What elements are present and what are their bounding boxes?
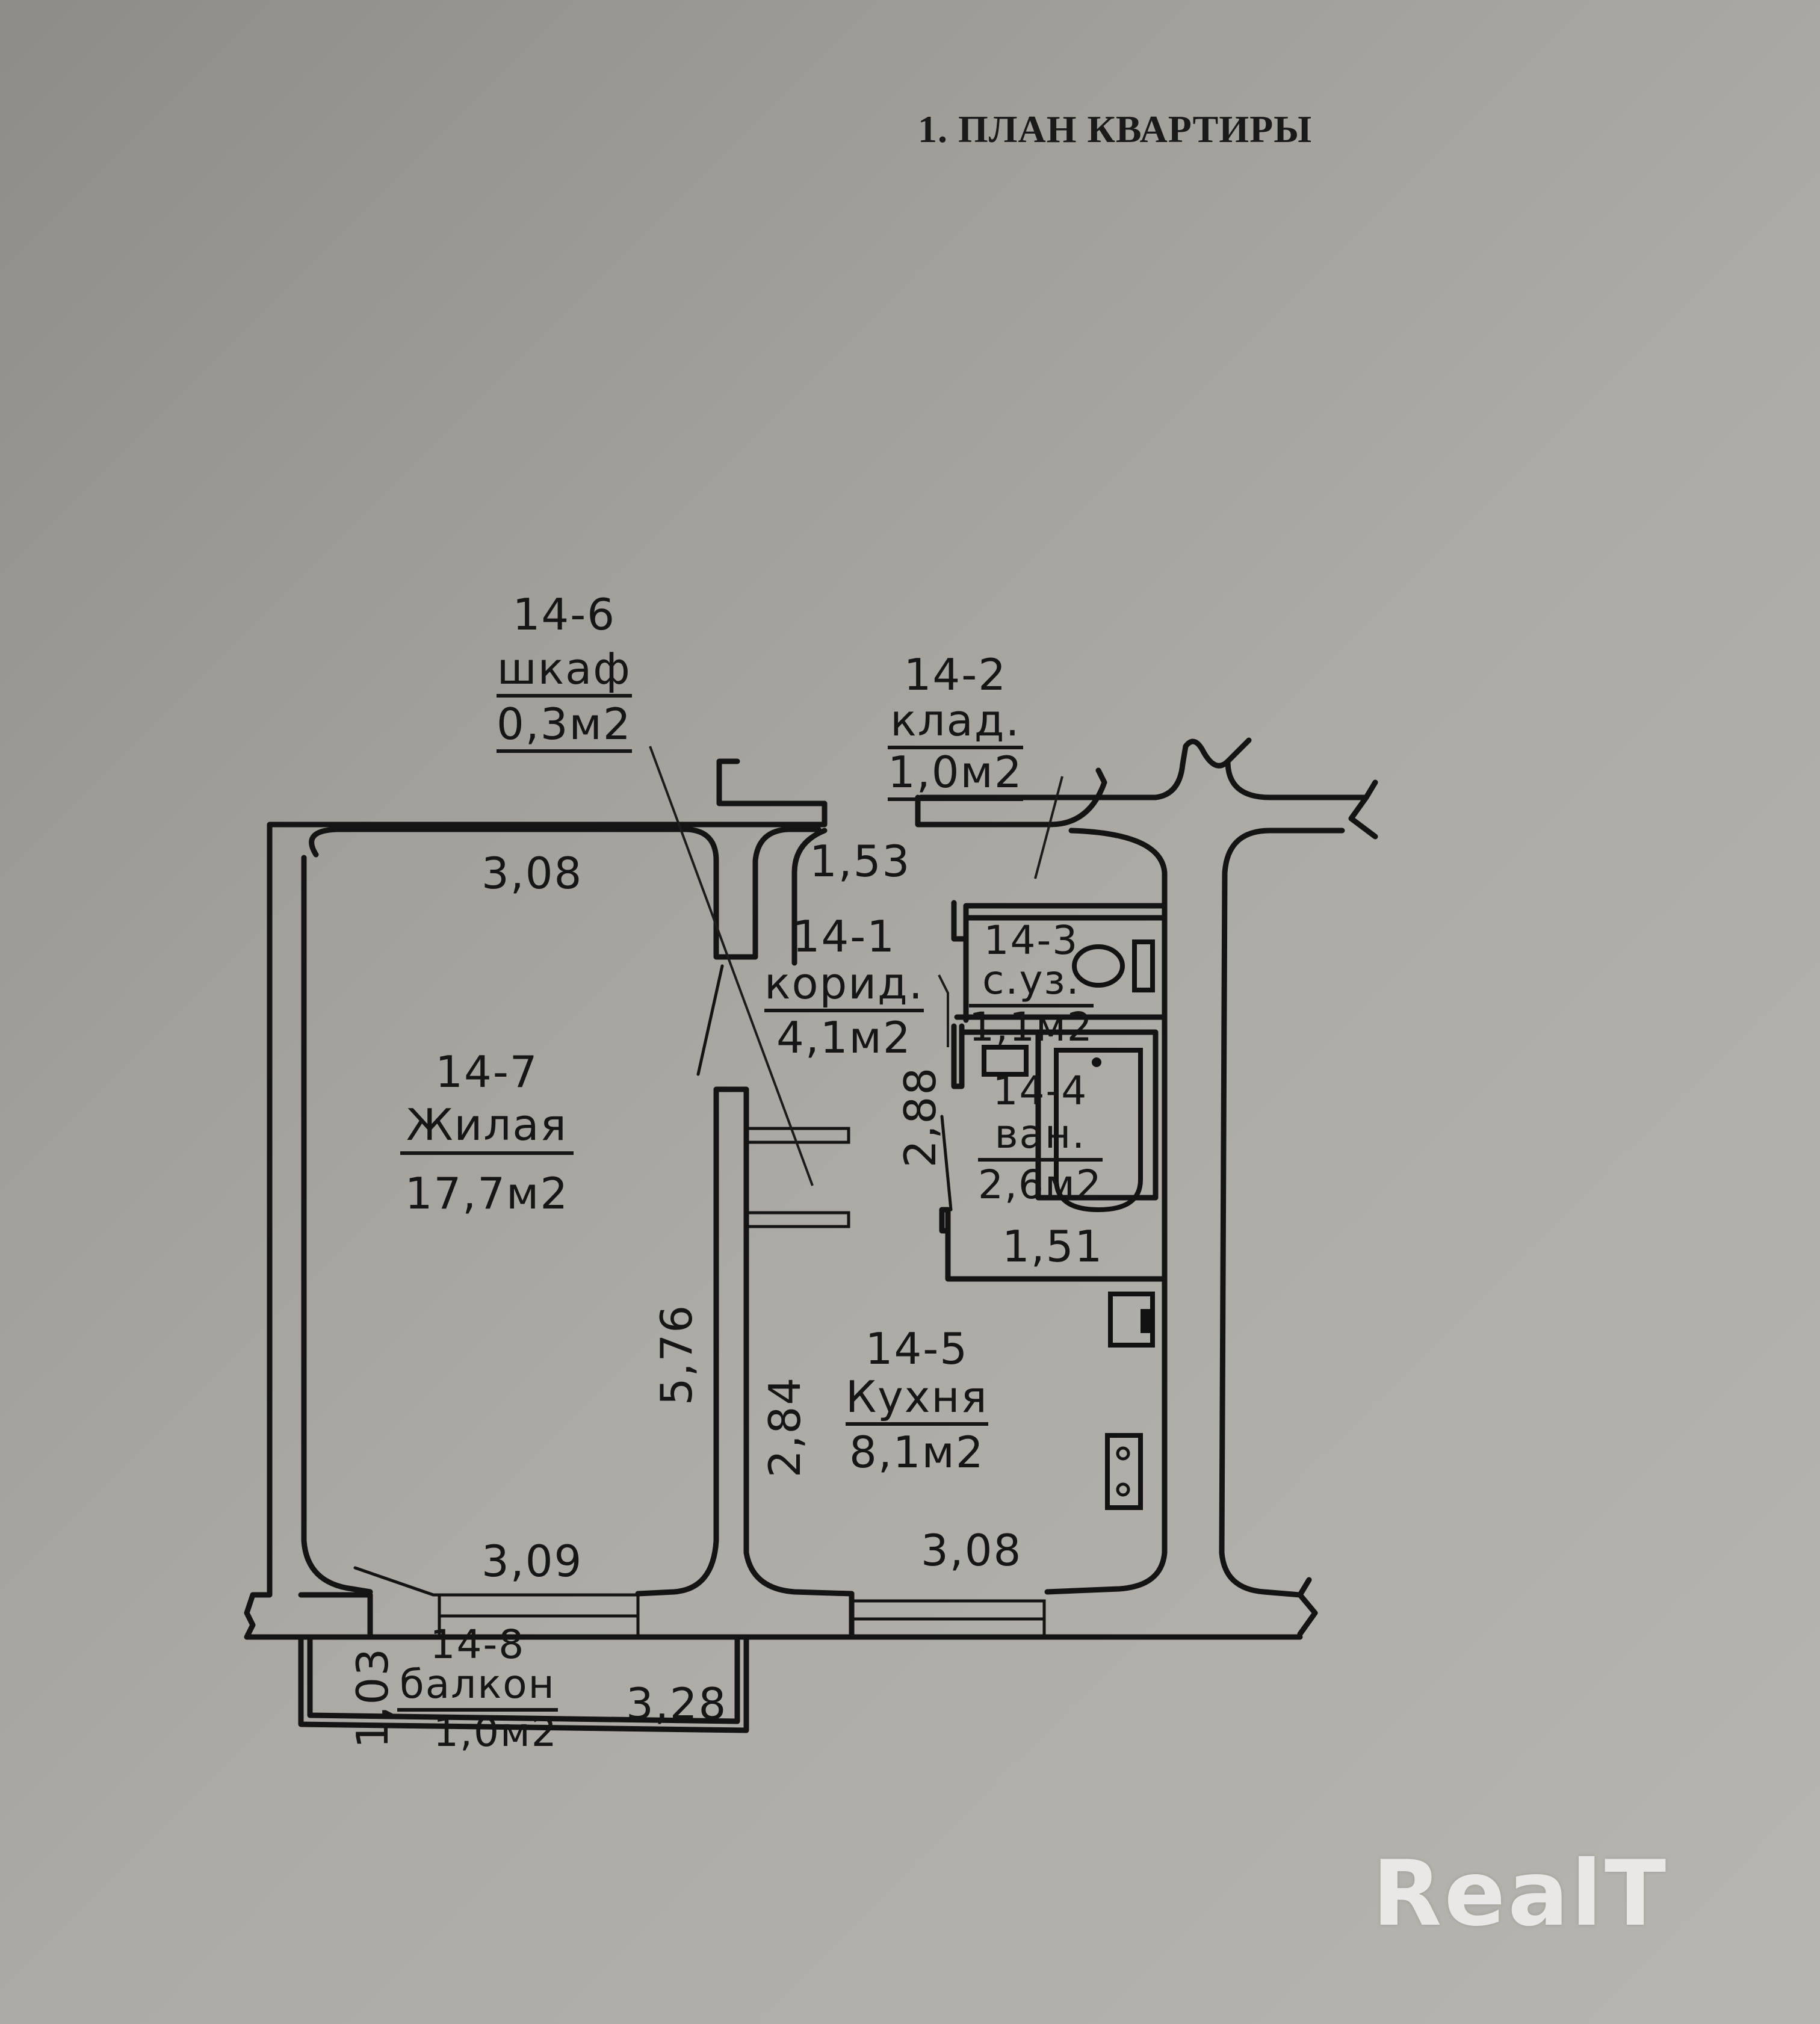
room-area: 1,0м2 <box>433 1709 558 1756</box>
balcony-inner-wall <box>307 1637 740 1724</box>
living-left-wall <box>301 855 373 1595</box>
washbasin-icon <box>982 1045 1029 1077</box>
leader-storage <box>1034 776 1063 879</box>
room-id: 14-4 <box>992 1068 1088 1114</box>
room-area: 0,3м2 <box>497 702 632 753</box>
stove-burner-upper-icon <box>1116 1446 1130 1461</box>
room-name: ван. <box>978 1115 1103 1162</box>
bathtub-icon <box>1054 1048 1143 1213</box>
room-area: 1,0м2 <box>888 750 1023 801</box>
room-id: 14-6 <box>512 589 616 640</box>
bath-walls <box>939 1029 1165 1282</box>
balcony-outer-wall <box>298 1634 749 1733</box>
leader-closet <box>649 746 814 1186</box>
window-living <box>432 1593 640 1639</box>
toilet-bowl-icon <box>1072 944 1125 988</box>
room-area: 4,1м2 <box>776 1012 912 1063</box>
realt-watermark-logo: RealT <box>1372 1842 1669 1946</box>
partition-living-kitchen <box>635 1086 855 1597</box>
door-swing-balcony <box>353 1566 435 1597</box>
dim-living-bottom: 3,09 <box>481 1536 583 1586</box>
living-outer-wall <box>244 758 828 1640</box>
room-area: 17,7м2 <box>404 1168 569 1219</box>
bathtub-drain-icon <box>1092 1057 1101 1067</box>
dim-kitchen-side: 2,84 <box>760 1376 811 1478</box>
dim-kitchen-bottom: 3,08 <box>921 1525 1023 1576</box>
room-name: клад. <box>888 699 1023 749</box>
room-label-14-8: 14-8 балкон 1,0м2 <box>397 1625 558 1753</box>
room-id: 14-1 <box>792 911 896 962</box>
dim-bath-bottom: 1,51 <box>1002 1221 1104 1272</box>
right-exterior-wall <box>1219 758 1378 1637</box>
room-id: 14-3 <box>983 917 1079 964</box>
room-id: 14-5 <box>865 1323 969 1374</box>
door-swing-living <box>696 964 724 1076</box>
room-name: корид. <box>764 962 924 1012</box>
room-name: балкон <box>397 1665 558 1712</box>
dim-living-side: 5,76 <box>651 1304 702 1406</box>
plan-title: 1. ПЛАН КВАРТИРЫ <box>918 108 1313 150</box>
toilet-tank-icon <box>1132 939 1155 992</box>
living-inner-wall <box>309 826 822 960</box>
dim-corridor-top: 1,53 <box>809 836 911 887</box>
room-id: 14-8 <box>430 1621 525 1668</box>
kitchen-tap-icon <box>1141 1309 1153 1333</box>
dim-corridor-side: 2,88 <box>895 1066 946 1168</box>
room-area: 8,1м2 <box>849 1427 985 1478</box>
room-id: 14-2 <box>903 649 1008 700</box>
window-kitchen <box>850 1599 1046 1639</box>
room-id: 14-7 <box>435 1047 539 1097</box>
room-label-14-2: 14-2 клад. 1,0м2 <box>888 653 1023 801</box>
door-swing-bath <box>940 1115 953 1212</box>
stove-burner-lower-icon <box>1116 1482 1130 1497</box>
room-area: 2,6м2 <box>978 1162 1103 1208</box>
leader-corridor <box>938 974 949 1047</box>
room-label-14-7: 14-7 Жилая 17,7м2 <box>400 1050 574 1215</box>
corridor-left-wall <box>791 828 828 966</box>
room-area: 1,1м2 <box>969 1004 1094 1050</box>
stove-icon <box>1105 1433 1143 1510</box>
dim-balcony-length: 3,28 <box>626 1679 728 1729</box>
room-label-14-6: 14-6 шкаф 0,3м2 <box>497 593 632 753</box>
room-label-14-5: 14-5 Кухня 8,1м2 <box>846 1327 988 1474</box>
room-name: Кухня <box>846 1375 988 1426</box>
closet-shelf-lower <box>744 1211 850 1228</box>
dim-living-top: 3,08 <box>481 848 583 899</box>
bottom-exterior-wall <box>367 1591 1303 1640</box>
dim-balcony-side: 1,03 <box>347 1647 398 1749</box>
corridor-right-wall <box>1044 828 1168 1595</box>
room-name: с.уз. <box>969 961 1094 1007</box>
closet-shelf-upper <box>744 1127 850 1144</box>
room-name: Жилая <box>400 1103 574 1155</box>
wc-walls <box>951 900 1165 1089</box>
room-label-14-4: 14-4 ван. 2,6м2 <box>978 1071 1103 1205</box>
room-label-14-3: 14-3 с.уз. 1,1м2 <box>969 921 1094 1047</box>
room-name: шкаф <box>497 647 632 698</box>
room-label-14-1: 14-1 корид. 4,1м2 <box>764 915 924 1059</box>
